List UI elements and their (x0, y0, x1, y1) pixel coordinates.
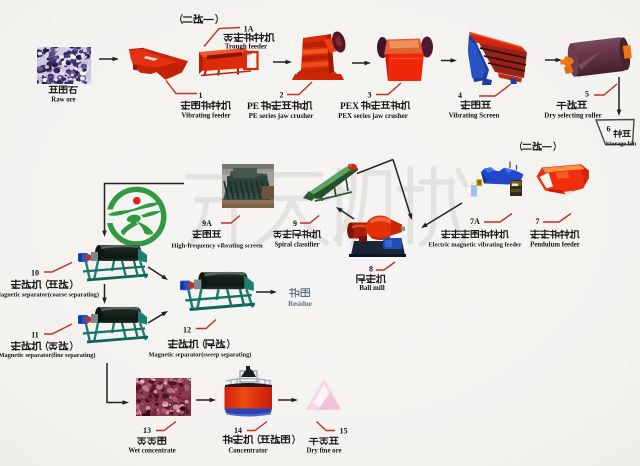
svg-text:High-frequency vibrating scree: High-frequency vibrating screen (171, 243, 263, 250)
svg-text:Electric magnetic vibrating fe: Electric magnetic vibrating feeder (428, 242, 521, 249)
svg-text:8: 8 (369, 265, 373, 274)
svg-text:Trough feeder: Trough feeder (225, 43, 267, 51)
svg-text:7A: 7A (470, 217, 480, 226)
svg-text:Pendulum feeder: Pendulum feeder (530, 242, 580, 249)
svg-text:Vibrating Screen: Vibrating Screen (449, 112, 500, 120)
svg-text:Dry selecting roller: Dry selecting roller (544, 112, 601, 120)
svg-text:4: 4 (458, 91, 462, 100)
svg-text:1: 1 (199, 91, 203, 100)
svg-text:14: 14 (234, 426, 242, 435)
svg-text:11: 11 (31, 331, 39, 340)
svg-text:Residue: Residue (288, 300, 312, 308)
svg-text:10: 10 (31, 269, 39, 278)
svg-text:Vibrating feeder: Vibrating feeder (181, 112, 230, 120)
svg-text:PE series jaw crusher: PE series jaw crusher (249, 112, 314, 120)
svg-text:Concentrator: Concentrator (228, 448, 267, 455)
svg-text:13: 13 (143, 426, 151, 435)
svg-text:3: 3 (368, 91, 372, 100)
svg-text:6: 6 (607, 125, 611, 134)
svg-text:PEX: PEX (340, 102, 359, 112)
svg-text:Dry fine ore: Dry fine ore (307, 448, 342, 455)
svg-text:9A: 9A (202, 219, 212, 228)
svg-text:Magnetic separator(fine separa: Magnetic separator(fine separating) (0, 352, 95, 359)
svg-text:Storage bin: Storage bin (606, 141, 637, 148)
svg-text:Magnetic separator(coarse sepa: Magnetic separator(coarse separating) (0, 292, 99, 299)
svg-text:1A: 1A (244, 25, 254, 34)
svg-text:7: 7 (536, 217, 540, 226)
svg-text:Magnetic separator(sweep separ: Magnetic separator(sweep separating) (149, 352, 252, 359)
svg-text:Wet concentrate: Wet concentrate (128, 448, 175, 455)
svg-text:5: 5 (585, 90, 589, 99)
svg-text:2: 2 (280, 91, 284, 100)
svg-text:12: 12 (183, 326, 191, 335)
svg-text:Spiral classifier: Spiral classifier (274, 242, 319, 249)
svg-text:9: 9 (293, 219, 297, 228)
svg-text:Raw ore: Raw ore (51, 97, 75, 104)
svg-text:PEX series jaw crusher: PEX series jaw crusher (338, 112, 408, 120)
svg-text:15: 15 (340, 427, 348, 436)
svg-text:PE: PE (247, 102, 259, 112)
svg-text:Ball mill: Ball mill (359, 284, 385, 292)
